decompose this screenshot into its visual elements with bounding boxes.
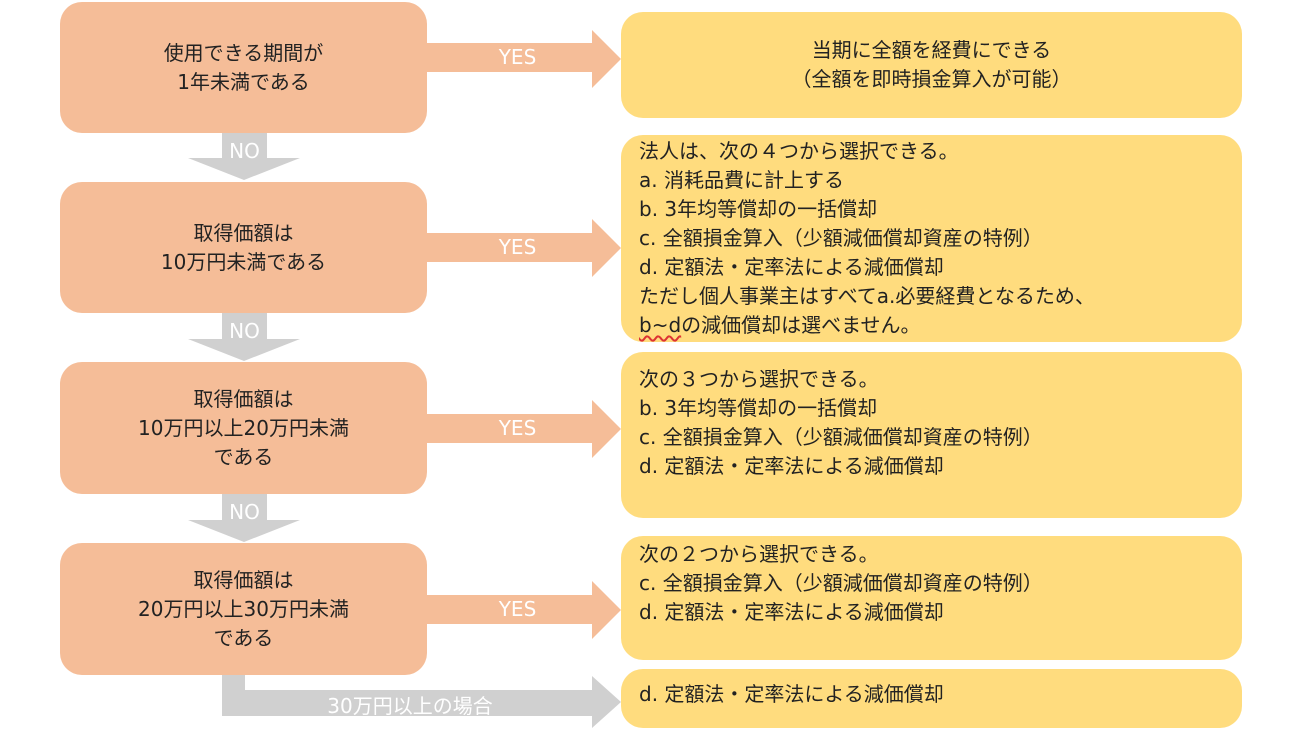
yes-arrow-3: [427, 400, 621, 458]
condition-line: 10万円未満である: [160, 249, 327, 274]
condition-line: である: [213, 625, 274, 650]
result-line: d. 定額法・定率法による減価償却: [639, 454, 944, 478]
result-line: d. 定額法・定率法による減価償却: [639, 255, 944, 279]
no-label-3: NO: [229, 500, 260, 524]
result-line: b. 3年均等償却の一括償却: [639, 197, 878, 221]
result-line: 次の２つから選択できる。: [639, 541, 879, 566]
result-line: b. 3年均等償却の一括償却: [639, 396, 878, 420]
condition-box-100k-200k: 取得価額は 10万円以上20万円未満 である: [60, 362, 427, 494]
over30-arrow: [222, 675, 621, 728]
no-label-1: NO: [229, 139, 260, 163]
result-line: c. 全額損金算入（少額減価償却資産の特例）: [639, 226, 1043, 250]
condition-line: 取得価額は: [193, 567, 294, 592]
result-box-depreciation-only: d. 定額法・定率法による減価償却: [621, 669, 1242, 728]
result-line: 法人は、次の４つから選択できる。: [639, 139, 959, 163]
condition-line: 取得価額は: [193, 386, 294, 411]
result-line: d. 定額法・定率法による減価償却: [639, 599, 944, 624]
result-line: 次の３つから選択できる。: [639, 367, 879, 391]
yes-label-4: YES: [498, 597, 537, 621]
no-arrow-2: [188, 313, 300, 361]
result-line: c. 全額損金算入（少額減価償却資産の特例）: [639, 425, 1043, 449]
yes-label-2: YES: [498, 235, 537, 259]
result-line: d. 定額法・定率法による減価償却: [639, 682, 944, 706]
condition-line: 1年未満である: [177, 69, 310, 94]
condition-line: 10万円以上20万円未満: [138, 415, 349, 440]
yes-arrow-2: [427, 219, 621, 277]
condition-line: 取得価額は: [193, 220, 294, 245]
yes-label-1: YES: [498, 45, 537, 69]
result-line: 当期に全額を経費にできる: [811, 38, 1052, 62]
yes-arrow-4: [427, 581, 621, 639]
yes-label-3: YES: [498, 416, 537, 440]
condition-box-under-100k: 取得価額は 10万円未満である: [60, 182, 427, 313]
no-arrow-3: [188, 494, 300, 542]
condition-line: 20万円以上30万円未満: [138, 596, 349, 621]
no-arrow-1: [188, 133, 300, 180]
result-line: （全額を即時損金算入が可能）: [791, 67, 1072, 91]
condition-line: である: [213, 444, 274, 469]
result-line-rest: の減価償却は選べません。: [681, 313, 921, 337]
result-box-three-options: 次の３つから選択できる。 b. 3年均等償却の一括償却 c. 全額損金算入（少額…: [621, 352, 1242, 518]
over30-label: 30万円以上の場合: [327, 694, 493, 718]
condition-line: 使用できる期間が: [163, 40, 324, 65]
spellcheck-underlined-text: b~d: [639, 313, 682, 337]
result-line: b~dの減価償却は選べません。: [639, 311, 1224, 340]
yes-arrow-1: [427, 30, 621, 88]
condition-box-200k-300k: 取得価額は 20万円以上30万円未満 である: [60, 543, 427, 675]
result-box-full-expense: 当期に全額を経費にできる （全額を即時損金算入が可能）: [621, 12, 1242, 118]
result-box-two-options: 次の２つから選択できる。 c. 全額損金算入（少額減価償却資産の特例） d. 定…: [621, 536, 1242, 660]
condition-box-under-1-year: 使用できる期間が 1年未満である: [60, 2, 427, 133]
result-box-four-options: 法人は、次の４つから選択できる。 a. 消耗品費に計上する b. 3年均等償却の…: [621, 135, 1242, 342]
result-line: ただし個人事業主はすべてa.必要経費となるため、: [639, 284, 1095, 308]
result-line: c. 全額損金算入（少額減価償却資産の特例）: [639, 570, 1043, 595]
result-line: a. 消耗品費に計上する: [639, 168, 844, 192]
no-label-2: NO: [229, 319, 260, 343]
